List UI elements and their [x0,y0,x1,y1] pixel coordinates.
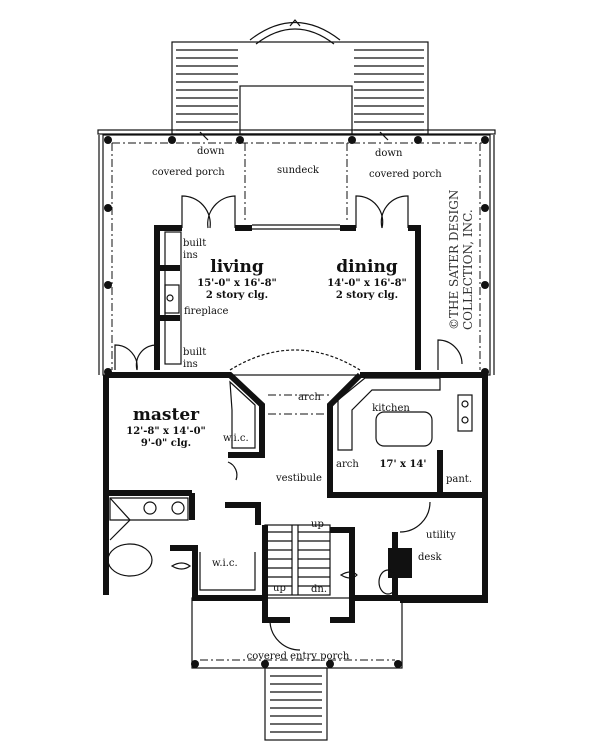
porch-column [168,136,176,144]
label-stairs-down: dn. [311,584,327,595]
label-kitchen-size: 17' x 14' [380,459,427,470]
label-master-size: 12'-8" x 14'-0" [126,426,206,437]
label-built-ins-top-2: ins [183,250,198,261]
label-built-ins-bottom-2: ins [183,359,198,370]
label-dining-size: 14'-0" x 16'-8" [327,278,407,289]
label-utility: utility [426,530,456,541]
label-dining: dining [336,257,398,277]
porch-column [104,136,112,144]
label-desk: desk [418,552,442,563]
porch-column [104,204,112,212]
label-built-ins-bottom-1: built [183,347,206,358]
rear-stairs [171,19,429,135]
label-built-ins-top-1: built [183,238,206,249]
label-wic-upper: w.i.c. [223,433,249,444]
label-vestibule: vestibule [275,473,322,484]
porch-column [261,660,269,668]
label-covered-porch-left: covered porch [152,167,225,178]
living-dining-walls [114,195,463,371]
label-living-ceiling: 2 story clg. [206,290,268,301]
room-labels: down down covered porch sundeck covered … [126,146,472,662]
porch-column [414,136,422,144]
label-master: master [133,405,200,425]
label-stairs-up-top: up [311,519,324,530]
main-house-walls [103,372,488,651]
porch-column [481,204,489,212]
label-entry-porch: covered entry porch [247,651,350,662]
label-fireplace: fireplace [184,306,229,317]
copyright-line-1: ©THE SATER DESIGN [447,190,461,330]
label-pantry: pant. [446,474,472,485]
label-living-size: 15'-0" x 16'-8" [197,278,277,289]
porch-column [326,660,334,668]
label-stairs-up-left: up [273,583,286,594]
label-living: living [210,257,264,277]
copyright-stamp: ©THE SATER DESIGN COLLECTION, INC. [447,190,475,330]
porch-column [191,660,199,668]
porch-column [481,136,489,144]
porch-column [394,660,402,668]
label-wic-lower: w.i.c. [212,558,238,569]
porch-column [348,136,356,144]
label-kitchen: kitchen [372,403,410,414]
porch-column [236,136,244,144]
entry-porch [191,597,403,741]
label-arch-upper: arch [298,392,321,403]
label-master-ceiling: 9'-0" clg. [141,438,191,449]
label-down-left: down [197,146,225,157]
label-down-right: down [375,148,403,159]
interior-stairs[interactable] [264,524,331,596]
label-covered-porch-right: covered porch [369,169,442,180]
label-dining-ceiling: 2 story clg. [336,290,398,301]
label-arch-lower: arch [336,459,359,470]
label-sundeck: sundeck [277,165,320,176]
copyright-line-2: COLLECTION, INC. [461,209,475,330]
porch-column [104,281,112,289]
porch-column [481,281,489,289]
